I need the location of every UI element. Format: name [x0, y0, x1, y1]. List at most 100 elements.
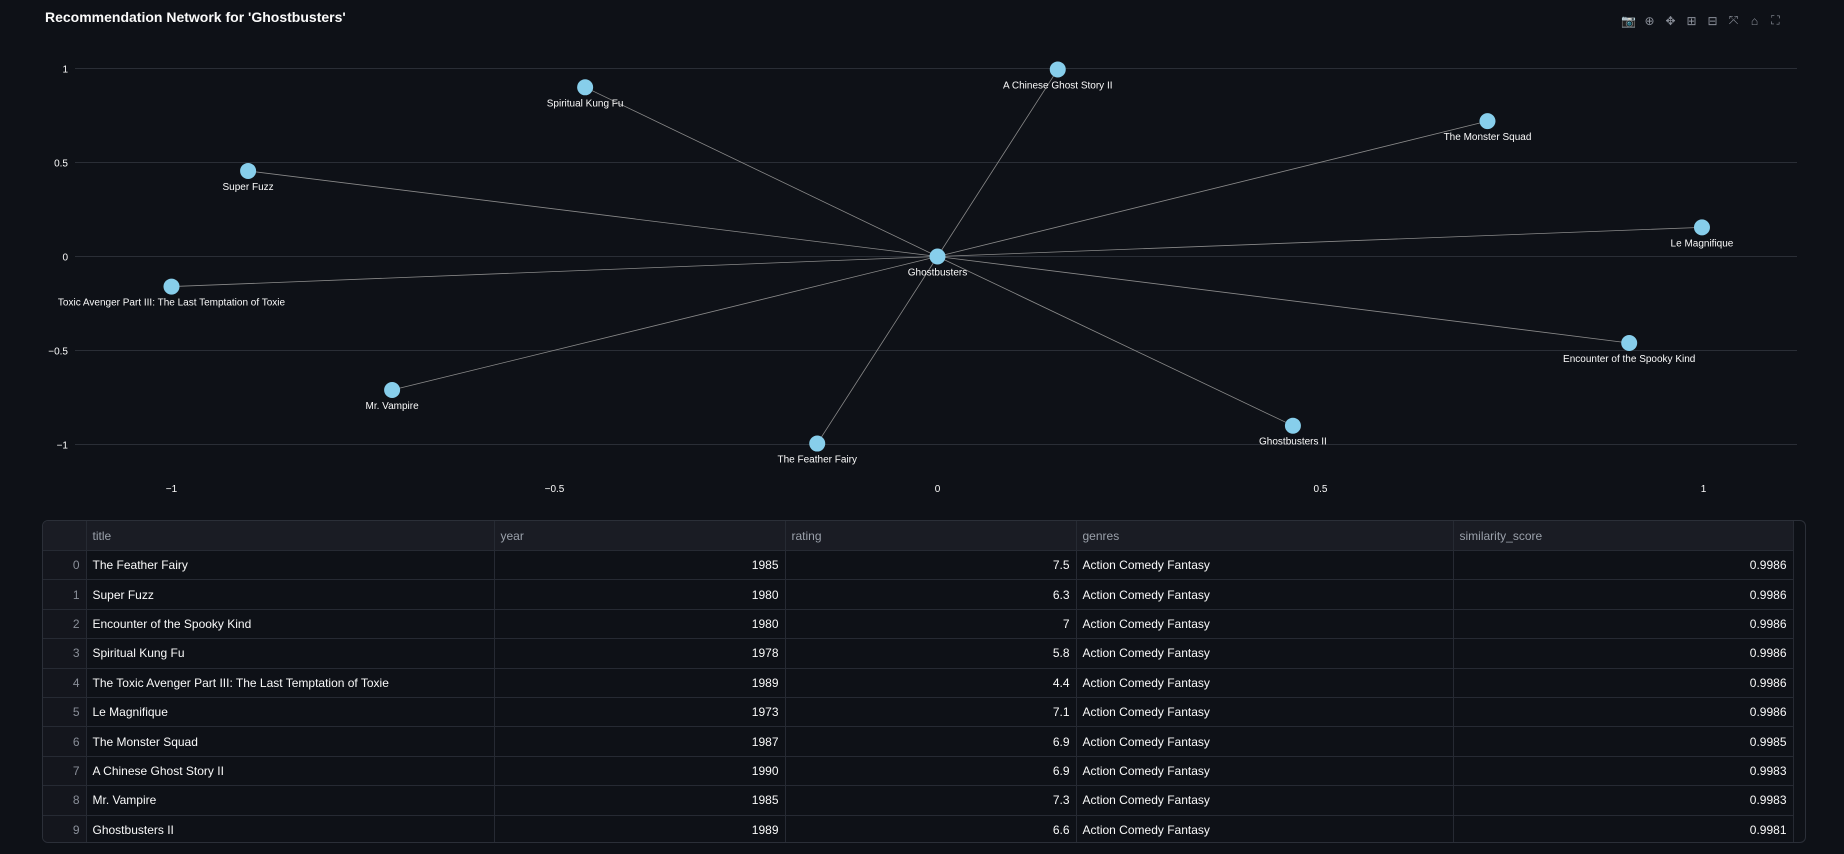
table-cell[interactable]: 1989	[494, 668, 786, 698]
table-cell[interactable]: 0.9986	[1453, 579, 1794, 610]
table-cell[interactable]: 4.4	[785, 668, 1077, 698]
table-cell[interactable]: 0.9986	[1453, 638, 1794, 669]
table-cell[interactable]: 7	[785, 609, 1077, 640]
table-cell[interactable]: Encounter of the Spooky Kind	[86, 609, 495, 640]
column-header-year[interactable]: year	[494, 521, 786, 551]
column-header-rating[interactable]: rating	[785, 521, 1077, 551]
table-cell[interactable]: 0.9986	[1453, 550, 1794, 581]
network-node[interactable]	[577, 79, 594, 96]
table-cell[interactable]: Action Comedy Fantasy	[1076, 550, 1454, 581]
table-cell[interactable]: Action Comedy Fantasy	[1076, 785, 1454, 816]
table-cell[interactable]: 5.8	[785, 638, 1077, 669]
table-cell[interactable]: 6.3	[785, 579, 1077, 610]
network-node[interactable]	[929, 248, 946, 265]
table-cell[interactable]: 1978	[494, 638, 786, 669]
table-cell[interactable]: Action Comedy Fantasy	[1076, 638, 1454, 669]
table-cell[interactable]: 7.3	[785, 785, 1077, 816]
table-cell[interactable]: 7	[43, 756, 87, 787]
table-cell[interactable]: 2	[43, 609, 87, 640]
table-cell[interactable]: 0.9986	[1453, 668, 1794, 698]
network-node[interactable]	[163, 278, 180, 295]
table-cell[interactable]: 0.9986	[1453, 609, 1794, 640]
table-cell[interactable]: The Feather Fairy	[86, 550, 495, 581]
table-cell[interactable]: Le Magnifique	[86, 697, 495, 728]
network-node[interactable]	[1693, 219, 1710, 236]
table-cell[interactable]: 0.9981	[1453, 815, 1794, 842]
table-cell[interactable]: 1980	[494, 609, 786, 640]
fullscreen-icon[interactable]: ⛶	[1771, 13, 1780, 27]
network-node[interactable]	[384, 381, 401, 398]
table-cell[interactable]: 1	[43, 579, 87, 610]
table-cell[interactable]: The Toxic Avenger Part III: The Last Tem…	[86, 668, 495, 698]
pan-icon[interactable]: ✥	[1665, 13, 1676, 28]
network-node[interactable]	[1049, 61, 1066, 78]
table-cell[interactable]: 3	[43, 638, 87, 669]
table-cell[interactable]: 6.6	[785, 815, 1077, 842]
table-cell[interactable]: Action Comedy Fantasy	[1076, 756, 1454, 787]
zoom-icon[interactable]: ⊕	[1644, 13, 1655, 28]
table-cell[interactable]: 1973	[494, 697, 786, 728]
node-label: Spiritual Kung Fu	[547, 98, 624, 109]
table-cell[interactable]: Action Comedy Fantasy	[1076, 609, 1454, 640]
column-header-genres[interactable]: genres	[1076, 521, 1454, 551]
table-cell[interactable]: 6	[43, 726, 87, 757]
table-cell[interactable]: 1985	[494, 550, 786, 581]
table-cell[interactable]: Action Comedy Fantasy	[1076, 668, 1454, 698]
table-cell[interactable]: Mr. Vampire	[86, 785, 495, 816]
table-cell[interactable]: 4	[43, 668, 87, 698]
table-cell[interactable]: 0.9983	[1453, 785, 1794, 816]
table-cell[interactable]: 0	[43, 550, 87, 581]
table-cell[interactable]: The Monster Squad	[86, 726, 495, 757]
x-tick-label: 0	[935, 484, 941, 495]
autoscale-icon[interactable]: ⤧	[1728, 13, 1739, 27]
table-cell[interactable]: 7.1	[785, 697, 1077, 728]
table-cell[interactable]: 1987	[494, 726, 786, 757]
column-header-index[interactable]	[43, 521, 87, 551]
table-cell[interactable]: Action Comedy Fantasy	[1076, 579, 1454, 610]
table-cell[interactable]: A Chinese Ghost Story II	[86, 756, 495, 787]
table-cell[interactable]: 8	[43, 785, 87, 816]
network-node[interactable]	[809, 435, 826, 452]
table-cell[interactable]: Super Fuzz	[86, 579, 495, 610]
table-cell[interactable]: Ghostbusters II	[86, 815, 495, 842]
table-cell[interactable]: Action Comedy Fantasy	[1076, 697, 1454, 728]
y-tick-label: 1	[62, 65, 68, 76]
table-cell[interactable]: Spiritual Kung Fu	[86, 638, 495, 669]
table-cell[interactable]: Action Comedy Fantasy	[1076, 726, 1454, 757]
table-cell[interactable]: 6.9	[785, 756, 1077, 787]
table-cell[interactable]: 0.9985	[1453, 726, 1794, 757]
table-cell[interactable]: 1990	[494, 756, 786, 787]
zoom-in-icon[interactable]: ⊞	[1686, 13, 1697, 28]
table-cell[interactable]: Action Comedy Fantasy	[1076, 815, 1454, 842]
table-cell[interactable]: 0.9983	[1453, 756, 1794, 787]
table-cell[interactable]: 1989	[494, 815, 786, 842]
table-cell[interactable]: 5	[43, 697, 87, 728]
network-node[interactable]	[240, 162, 257, 179]
table-cell[interactable]: 6.9	[785, 726, 1077, 757]
table-cell[interactable]: 1985	[494, 785, 786, 816]
zoom-out-icon[interactable]: ⊟	[1707, 13, 1718, 28]
column-header-title[interactable]: title	[86, 521, 495, 551]
table-cell[interactable]: 1980	[494, 579, 786, 610]
table-cell[interactable]: 9	[43, 815, 87, 842]
network-node[interactable]	[1284, 417, 1301, 434]
network-node[interactable]	[1621, 334, 1638, 351]
table-cell[interactable]: 0.9986	[1453, 697, 1794, 728]
network-node[interactable]	[1479, 113, 1496, 130]
home-icon[interactable]: ⌂	[1750, 13, 1759, 28]
table-cell[interactable]: 7.5	[785, 550, 1077, 581]
column-header-similarity-score[interactable]: similarity_score	[1453, 521, 1794, 551]
camera-icon[interactable]: 📷	[1621, 13, 1636, 28]
